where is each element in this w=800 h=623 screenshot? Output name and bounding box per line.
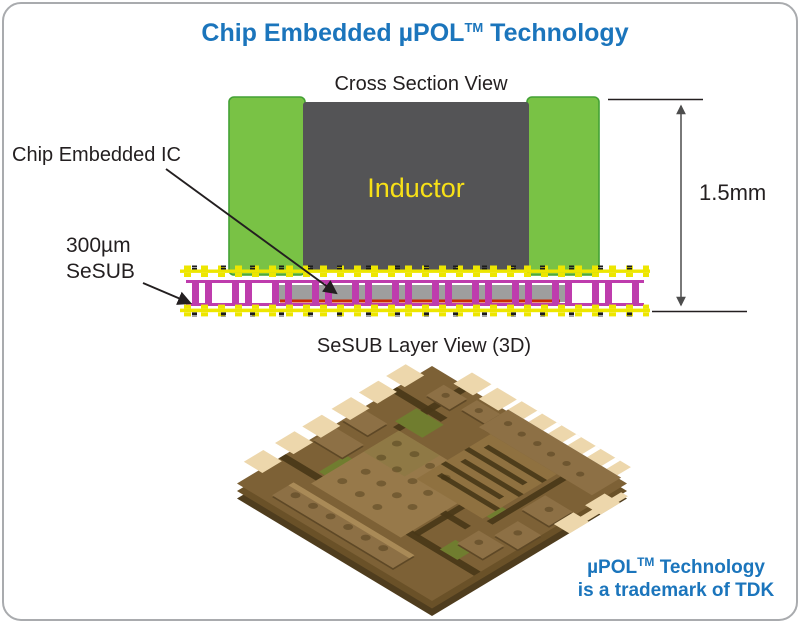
- substrate-lower-via-rail: [186, 303, 644, 306]
- inductor-body: [303, 102, 529, 272]
- bottom-left-copper-bar: [272, 482, 415, 571]
- substrate-bottom-ticks: [181, 312, 649, 317]
- page-title: Chip Embedded µPOLTM Technology: [201, 19, 628, 47]
- layer-view-heading: SeSUB Layer View (3D): [317, 335, 531, 357]
- footer-trademark-line1: µPOLTM Technology: [587, 555, 765, 578]
- dimension-label: 1.5mm: [699, 180, 766, 205]
- chip-embedded-ic-pointer: [165, 168, 338, 295]
- title-tm-superscript: TM: [464, 20, 483, 35]
- substrate-top-copper-rail: [180, 269, 650, 273]
- substrate-vias: [188, 280, 642, 306]
- cross-section-diagram: Inductor 1.5mm Chip Embedded IC 300µm Se…: [12, 96, 766, 317]
- central-copper-plate: [311, 430, 489, 538]
- terminal-block-right: [526, 96, 600, 276]
- board-top-layer: [236, 364, 631, 602]
- substrate-bottom-copper-rail: [180, 308, 650, 313]
- chip-embedded-ic-label: Chip Embedded IC: [12, 144, 181, 166]
- substrate-bottom-inner-pads: [181, 304, 649, 309]
- sesub-size-label: 300µm: [66, 234, 131, 257]
- sesub-pointer: [142, 282, 192, 305]
- footer-tm-superscript: TM: [637, 555, 654, 569]
- substrate-top-inner-pads: [181, 273, 649, 277]
- inductor-coil-traces: [416, 434, 557, 519]
- footer-trademark-line2: is a trademark of TDK: [578, 580, 775, 601]
- sesub-name-label: SeSUB: [66, 260, 135, 283]
- sesub-substrate: [180, 265, 650, 317]
- edge-terminal-pads: [243, 364, 631, 534]
- inductor-label: Inductor: [367, 173, 465, 203]
- cross-section-heading: Cross Section View: [334, 73, 508, 95]
- terminal-block-left: [228, 96, 306, 276]
- substrate-top-ticks: [181, 265, 649, 270]
- via-bumps: [290, 392, 585, 552]
